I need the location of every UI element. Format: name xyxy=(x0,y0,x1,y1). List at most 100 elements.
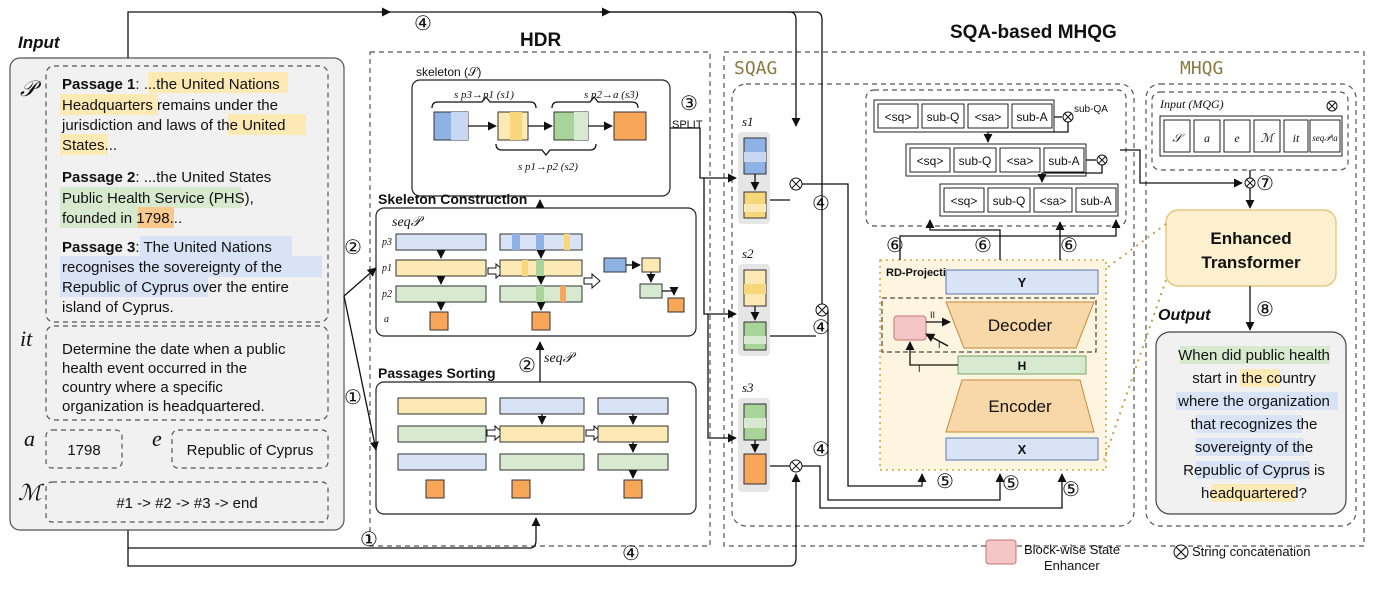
svg-text:Passage 1: ...the United Natio: Passage 1: ...the United Nations xyxy=(62,76,280,93)
svg-text:⑥: ⑥ xyxy=(886,235,904,257)
svg-text:Enhanced: Enhanced xyxy=(1210,229,1291,248)
svg-text:H: H xyxy=(1018,359,1027,373)
e-symbol: e xyxy=(152,426,162,451)
svg-text:I: I xyxy=(918,364,921,374)
svg-text:③: ③ xyxy=(680,93,698,115)
svg-text:<sq>: <sq> xyxy=(885,110,912,124)
svg-text:s p1→p2 (s2): s p1→p2 (s2) xyxy=(518,161,578,173)
svg-text:Passages Sorting: Passages Sorting xyxy=(378,365,496,381)
svg-text:String concatenation: String concatenation xyxy=(1192,544,1311,559)
svg-text:seq𝒫: seq𝒫 xyxy=(392,215,425,230)
svg-text:recognises the sovereignty of: recognises the sovereignty of the xyxy=(62,259,282,276)
svg-text:that recognizes the: that recognizes the xyxy=(1191,416,1318,433)
svg-text:RD-Projection: RD-Projection xyxy=(886,267,960,279)
svg-text:①: ① xyxy=(360,529,378,551)
svg-text:II: II xyxy=(930,310,935,320)
step-numbers: ④ ③ ② ① ② ① ④ ④ ④ ④ ⑥ ⑥ ⑥ ⑤ ⑤ ⑤ ⑦ ⑧ xyxy=(344,13,1274,565)
svg-text:④: ④ xyxy=(812,193,830,215)
svg-text:⑥: ⑥ xyxy=(1060,235,1078,257)
svg-text:sub-Q: sub-Q xyxy=(993,194,1026,208)
svg-text:sovereignty of the: sovereignty of the xyxy=(1195,439,1313,456)
svg-text:<sa>: <sa> xyxy=(1007,154,1034,168)
svg-text:where the organization: where the organization xyxy=(1177,393,1330,410)
svg-text:s2: s2 xyxy=(742,246,754,261)
svg-text:ℳ: ℳ xyxy=(1261,131,1276,145)
input-title: Input xyxy=(18,33,61,52)
svg-text:jurisdiction and laws of the U: jurisdiction and laws of the United xyxy=(61,117,285,134)
svg-text:start in the country: start in the country xyxy=(1192,370,1316,387)
svg-text:Transformer: Transformer xyxy=(1201,253,1301,272)
svg-text:<sa>: <sa> xyxy=(1040,194,1067,208)
svg-text:sub-A: sub-A xyxy=(1048,154,1079,168)
mhqg-panel: Input (MQG) 𝒮 a e ℳ it seq𝒫\a Enhanced T… xyxy=(1103,83,1357,527)
svg-text:⑦: ⑦ xyxy=(1256,173,1274,195)
hdr-title: HDR xyxy=(520,30,561,51)
svg-text:Encoder: Encoder xyxy=(988,397,1052,416)
it-symbol: it xyxy=(20,326,33,351)
svg-text:Passage 2: ...the United State: Passage 2: ...the United States xyxy=(62,169,271,186)
concat-icon xyxy=(1173,544,1189,560)
svg-text:①: ① xyxy=(344,387,362,409)
svg-text:Public Health Service (PHS),: Public Health Service (PHS), xyxy=(62,190,254,207)
svg-text:⑤: ⑤ xyxy=(1002,473,1020,495)
svg-text:X: X xyxy=(1018,442,1027,457)
svg-text:Passage 3: The United Nations: Passage 3: The United Nations xyxy=(62,239,272,256)
hdr-panel: skeleton (𝒮) s p3→p1 (s1) s p2→a (s3) s … xyxy=(369,51,711,547)
svg-text:founded in 1798...: founded in 1798... xyxy=(62,210,182,227)
sqa-mhqg-panel: SQAG MHQG s1 s2 s3 <sq> sub-Q xyxy=(723,51,1365,547)
svg-text:④: ④ xyxy=(812,317,830,339)
svg-text:sub-Q: sub-Q xyxy=(959,154,992,168)
svg-text:a: a xyxy=(384,314,389,325)
svg-text:<sq>: <sq> xyxy=(917,154,944,168)
svg-text:States...: States... xyxy=(62,137,117,154)
svg-text:④: ④ xyxy=(414,13,432,35)
svg-text:Enhancer: Enhancer xyxy=(1044,558,1100,573)
subqa-row-3: <sq> sub-Q <sa> sub-A xyxy=(939,183,1119,217)
svg-text:SQAG: SQAG xyxy=(734,58,777,79)
svg-text:⑧: ⑧ xyxy=(1256,299,1274,321)
svg-text:Input (MQG): Input (MQG) xyxy=(1159,97,1224,111)
svg-text:p2: p2 xyxy=(381,289,392,300)
svg-text:sub-A: sub-A xyxy=(1080,194,1111,208)
svg-text:s p2→a (s3): s p2→a (s3) xyxy=(584,89,639,101)
svg-text:seq𝒫: seq𝒫 xyxy=(544,351,577,366)
subqa-row-1: <sq> sub-Q <sa> sub-A xyxy=(873,99,1055,133)
a-value: 1798 xyxy=(67,442,100,459)
svg-text:<sa>: <sa> xyxy=(975,110,1002,124)
svg-text:④: ④ xyxy=(622,543,640,565)
svg-text:Republic of Cyprus is: Republic of Cyprus is xyxy=(1183,462,1325,479)
svg-text:s3: s3 xyxy=(742,380,754,395)
svg-text:health event occurred in the: health event occurred in the xyxy=(62,360,247,377)
svg-text:p1: p1 xyxy=(381,263,392,274)
svg-text:④: ④ xyxy=(812,439,830,461)
connectors xyxy=(127,7,1243,567)
svg-text:SPLIT: SPLIT xyxy=(672,119,703,131)
svg-text:I: I xyxy=(938,340,941,350)
svg-text:sub-Q: sub-Q xyxy=(927,110,960,124)
m-value: #1 -> #2 -> #3 -> end xyxy=(116,495,257,512)
svg-text:Y: Y xyxy=(1018,275,1027,290)
svg-text:s p3→p1 (s1): s p3→p1 (s1) xyxy=(454,89,514,101)
input-panel: 𝒫 Passage 1: ...the United Nations Headq… xyxy=(9,57,345,531)
svg-text:country where a specific: country where a specific xyxy=(62,379,223,396)
svg-text:organization is headquartered.: organization is headquartered. xyxy=(62,398,265,415)
svg-text:Decoder: Decoder xyxy=(988,316,1053,335)
main-title: SQA-based MHQG xyxy=(950,22,1117,43)
svg-text:⑤: ⑤ xyxy=(936,471,954,493)
svg-text:it: it xyxy=(1293,131,1300,145)
svg-text:②: ② xyxy=(518,355,536,377)
svg-text:Republic of Cyprus over the en: Republic of Cyprus over the entire xyxy=(62,279,289,296)
svg-text:seq𝒫\a: seq𝒫\a xyxy=(1312,133,1338,143)
subqa-row-2: <sq> sub-Q <sa> sub-A xyxy=(905,143,1087,177)
a-symbol: a xyxy=(24,426,35,451)
e-value: Republic of Cyprus xyxy=(187,442,314,459)
m-symbol: ℳ xyxy=(18,480,45,505)
legend: Block-wise State Enhancer String concate… xyxy=(985,539,1311,573)
svg-text:p3: p3 xyxy=(381,237,392,248)
svg-text:②: ② xyxy=(344,237,362,259)
svg-text:Output: Output xyxy=(1158,307,1211,324)
svg-text:headquartered?: headquartered? xyxy=(1201,485,1307,502)
svg-text:Skeleton Construction: Skeleton Construction xyxy=(378,191,527,207)
svg-text:⑤: ⑤ xyxy=(1062,479,1080,501)
